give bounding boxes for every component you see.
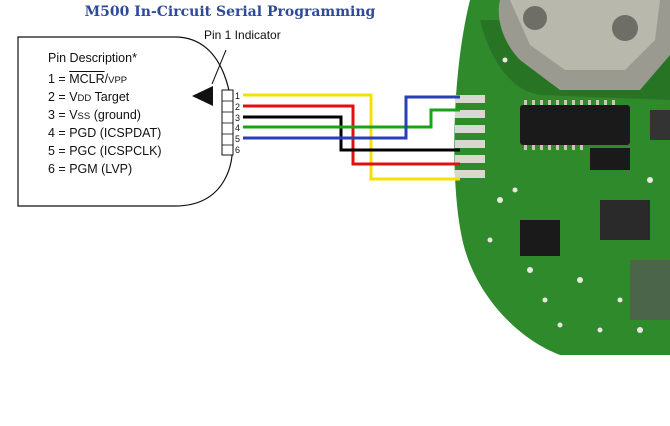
pin-description-title: Pin Description* [48, 51, 137, 65]
pin-desc-4: 4 = PGD (ICSPDAT) [48, 126, 162, 140]
connector-block [221, 89, 234, 156]
pin-number-5: 5 [235, 134, 241, 144]
wire-pin5-blue [243, 95, 460, 140]
pcb-photo [454, 0, 670, 355]
pin1-indicator-label: Pin 1 Indicator [204, 28, 281, 42]
programming-pads [455, 95, 485, 178]
pin-desc-1: 1 = MCLR/VPP [48, 72, 128, 86]
pin-description-list: 1 = MCLR/VPP 2 = VDD Target 3 = VSS (gro… [48, 70, 162, 178]
ic-chip [520, 105, 630, 145]
wire-pin2-red [243, 104, 460, 166]
pin-desc-6: 6 = PGM (LVP) [48, 162, 133, 176]
pin-desc-3: 3 = VSS (ground) [48, 108, 141, 122]
wire-pin4-green [243, 108, 460, 129]
pin-number-3: 3 [235, 113, 241, 123]
pin-number-2: 2 [235, 102, 241, 112]
wire-pin3-black [243, 115, 460, 152]
pin-desc-5: 5 = PGC (ICSPCLK) [48, 144, 162, 158]
pin-desc-2: 2 = VDD Target [48, 90, 130, 104]
pin-number-6: 6 [235, 145, 241, 155]
pin-number-1: 1 [235, 91, 241, 101]
pin1-arrow-icon [192, 86, 213, 106]
pin-number-4: 4 [235, 123, 241, 133]
diagram-title: M500 In-Circuit Serial Programming [84, 4, 376, 20]
